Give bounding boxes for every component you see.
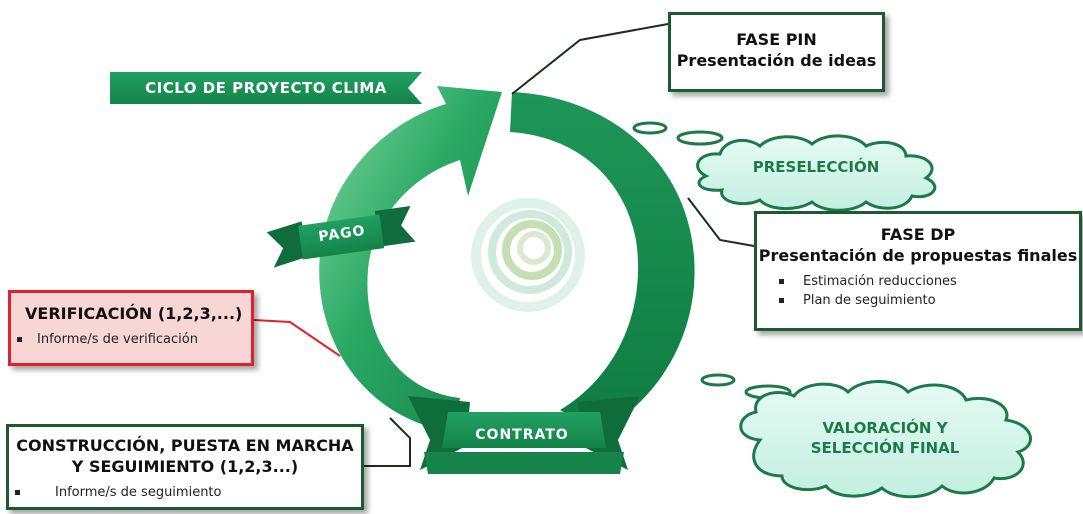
cons-leader-line [364, 417, 411, 467]
thought-bubble-small [700, 373, 736, 387]
preseleccion-cloud [696, 134, 937, 212]
verificacion-box: VERIFICACIÓN (1,2,3,...) Informe/s de ve… [8, 290, 254, 366]
valoracion-label: VALORACIÓN Y SELECCIÓN FINAL [770, 418, 1000, 458]
contrato-ribbon [408, 396, 640, 474]
cycle-arc-left [319, 86, 502, 432]
construccion-item: Informe/s de seguimiento [9, 483, 361, 502]
dp-leader-line [687, 197, 755, 247]
center-emblem [471, 198, 585, 312]
ciclo-ribbon [110, 72, 422, 104]
phase-dp-item: Estimación reducciones [773, 272, 1079, 291]
phase-dp-title-line1: FASE DP [880, 225, 956, 244]
thought-bubble-small [632, 121, 668, 135]
phase-dp-list: Estimación reducciones Plan de seguimien… [773, 272, 1079, 310]
preseleccion-label: PRESELECCIÓN [752, 158, 880, 176]
construccion-title-line2: Y SEGUIMIENTO (1,2,3...) [71, 457, 299, 476]
verificacion-title: VERIFICACIÓN (1,2,3,...) [25, 304, 243, 323]
valoracion-cloud [739, 380, 1032, 499]
thought-bubble-medium [676, 130, 724, 146]
construccion-list: Informe/s de seguimiento [9, 483, 361, 502]
phase-dp-title-line2: Presentación de propuestas finales [758, 246, 1078, 265]
phase-dp-box: FASE DP Presentación de propuestas final… [754, 211, 1082, 331]
phase-dp-item: Plan de seguimiento [773, 291, 1079, 310]
pin-leader-line [511, 23, 669, 95]
valoracion-line1: VALORACIÓN Y [822, 419, 948, 437]
phase-pin-title-line2: Presentación de ideas [676, 51, 877, 70]
construccion-box: CONSTRUCCIÓN, PUESTA EN MARCHA Y SEGUIMI… [6, 424, 364, 510]
contrato-label: CONTRATO [475, 427, 569, 443]
phase-pin-box: FASE PIN Presentación de ideas [668, 12, 885, 92]
cycle-arc-right [510, 92, 695, 432]
verificacion-item: Informe/s de verificación [11, 330, 251, 349]
pago-ribbon [266, 206, 416, 268]
phase-pin-title-line1: FASE PIN [736, 30, 817, 49]
verif-leader-line [253, 319, 341, 357]
ciclo-title: CICLO DE PROYECTO CLIMA [145, 79, 387, 97]
verificacion-list: Informe/s de verificación [11, 330, 251, 349]
construccion-title-line1: CONSTRUCCIÓN, PUESTA EN MARCHA [16, 436, 354, 455]
valoracion-line2: SELECCIÓN FINAL [810, 439, 960, 457]
